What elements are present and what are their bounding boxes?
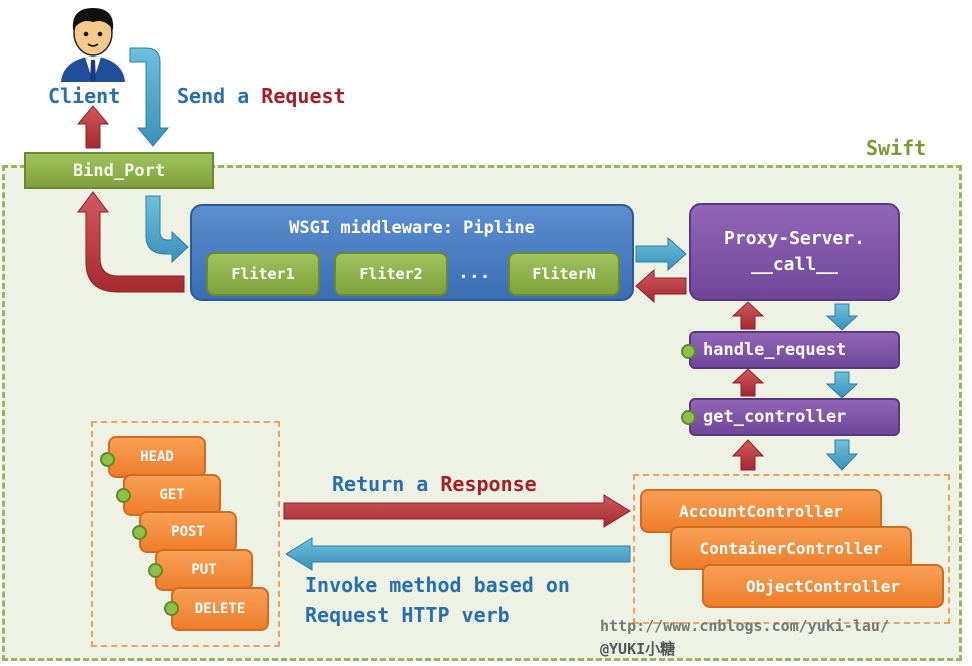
arrow-wsgi-to-proxy [635,236,687,272]
wsgi-middleware-box: WSGI middleware: Pipline Fliter1 Fliter2… [190,204,634,301]
filter-box: Fliter2 [334,252,448,296]
connector-dot [681,410,696,425]
method-post: POST [139,511,237,553]
arrow-wsgi-to-bindport [77,191,185,293]
connector-dot [148,563,163,578]
arrow-up-getctrl-to-handle [731,368,765,397]
arrow-bindport-to-wsgi [145,195,189,264]
send-request-label: Send a Request [177,84,346,108]
handle-request-box: handle_request [689,331,900,369]
arrow-down-handle-to-getctrl [825,371,859,399]
proxy-line2: __call__ [751,254,838,275]
credit-url: http://www.cnblogs.com/yuki-lau/ [600,617,889,635]
invoke-method-label: Invoke method based on Request HTTP verb [305,570,570,630]
arrow-client-to-bindport [129,47,170,147]
arrow-invoke-method [285,537,631,571]
invoke-line2: Request HTTP verb [305,603,510,627]
http-methods-zone [91,421,280,647]
arrow-down-proxy-to-handle [825,303,859,331]
connector-dot [132,525,147,540]
credit-author: @YUKI小糖 [600,640,676,658]
filter-box: Fliter1 [206,252,320,296]
connector-dot [100,452,115,467]
bind-port-box: Bind_Port [24,152,214,189]
handle-request-label: handle_request [703,340,847,360]
client-label: Client [48,84,121,108]
filter-ellipsis: ... [458,262,491,283]
arrow-return-response [283,494,631,528]
container-controller: ContainerController [670,526,912,570]
controllers-zone [633,474,950,624]
response-word: Response [440,472,537,496]
object-controller: ObjectController [702,564,944,608]
request-word: Request [261,84,346,108]
filter-box: FliterN [508,252,620,296]
connector-dot [164,601,179,616]
wsgi-title: WSGI middleware: Pipline [289,218,535,238]
connector-dot [116,488,131,503]
response-text: Return a [332,472,429,496]
arrow-up-handle-to-proxy [731,301,765,330]
method-delete: DELETE [171,587,269,631]
return-response-label: Return a Response [332,472,537,496]
account-controller: AccountController [640,489,882,533]
proxy-server-box: Proxy-Server. __call__ [689,203,900,301]
send-text: Send a [177,84,250,108]
arrow-up-controllers-to-getctrl [731,439,765,471]
swift-label: Swift [866,136,927,160]
user-icon [61,8,125,82]
arrow-down-getctrl-to-controllers [825,439,859,471]
arrow-proxy-to-wsgi [635,268,687,304]
get-controller-label: get_controller [703,407,847,427]
connector-dot [681,344,696,359]
invoke-line1: Invoke method based on [305,573,570,597]
arrow-bindport-to-client [76,105,110,149]
proxy-line1: Proxy-Server. [724,228,865,249]
get-controller-box: get_controller [689,398,900,436]
